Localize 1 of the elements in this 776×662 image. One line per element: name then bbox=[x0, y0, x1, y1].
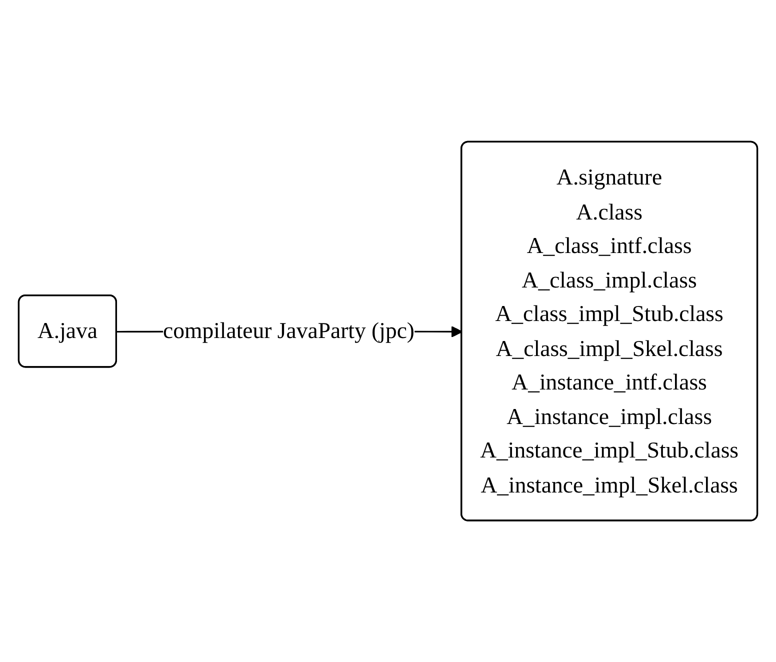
edge-label: compilateur JavaParty (jpc) bbox=[163, 318, 414, 344]
